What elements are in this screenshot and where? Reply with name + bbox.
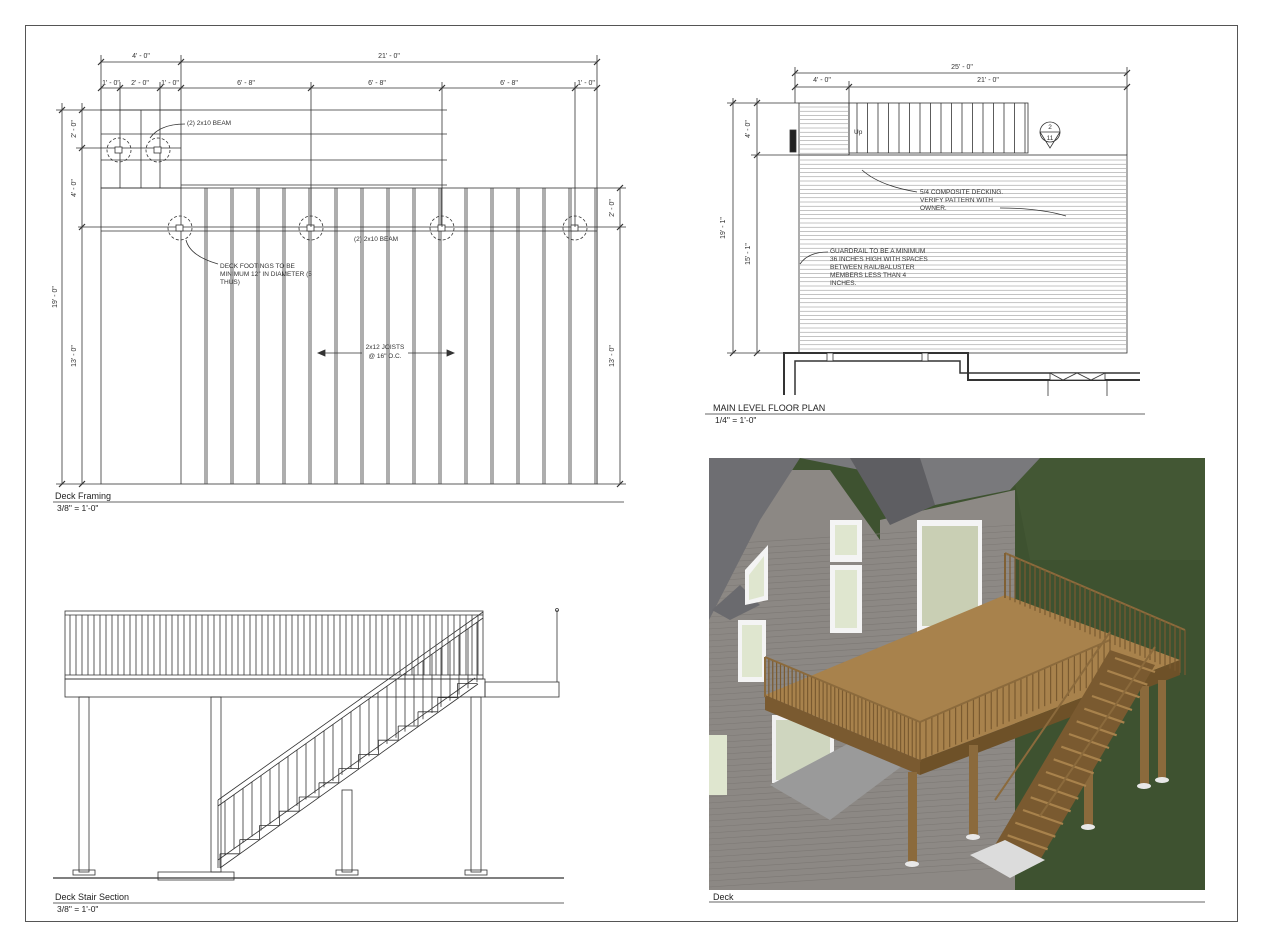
patio-slab bbox=[770, 740, 910, 820]
dim-right-a: 2' - 0" bbox=[609, 199, 616, 217]
stair-tread bbox=[1076, 720, 1118, 737]
framing-scale: 3/8" = 1'-0" bbox=[57, 503, 98, 513]
footing-2 bbox=[145, 137, 171, 163]
guardrail-note-4: MEMBERS LESS THAN 4 bbox=[830, 272, 906, 279]
deck-joists bbox=[180, 188, 598, 484]
decking-boards bbox=[800, 106, 1126, 350]
decking-note-1: 5/4 COMPOSITE DECKING. bbox=[920, 189, 1003, 196]
roof-left bbox=[709, 458, 800, 620]
siding-line bbox=[709, 854, 1016, 876]
stair-tread bbox=[1106, 669, 1148, 686]
deck-framing-plan bbox=[53, 55, 626, 503]
siding-line bbox=[709, 818, 1016, 840]
dim-top-e: 6' - 8" bbox=[368, 80, 386, 87]
siding-line bbox=[709, 812, 1016, 834]
footing-note-1: DECK FOOTINGS TO BE bbox=[220, 263, 296, 270]
beam-top-label: (2) 2x10 BEAM bbox=[187, 120, 231, 127]
stair-tread bbox=[1014, 821, 1056, 838]
stair-section-title: Deck Stair Section bbox=[55, 892, 129, 902]
dim-top-landing: 4' - 0" bbox=[132, 53, 150, 60]
dim-top-f: 6' - 8" bbox=[500, 80, 518, 87]
dim-right-b: 13' - 0" bbox=[609, 345, 616, 367]
dim-left-b: 4' - 0" bbox=[71, 179, 78, 197]
dim-top-c: 1' - 0" bbox=[161, 80, 179, 87]
decking-note-2: VERIFY PATTERN WITH bbox=[920, 197, 993, 204]
floorplan-title: MAIN LEVEL FLOOR PLAN bbox=[713, 403, 825, 413]
fp-dim-a: 4' - 0" bbox=[813, 77, 831, 84]
siding-line bbox=[709, 836, 1016, 858]
stair-treads bbox=[856, 103, 1026, 153]
dim-top-d: 6' - 8" bbox=[237, 80, 255, 87]
deck-stair-section bbox=[53, 608, 564, 904]
dim-left-c: 13' - 0" bbox=[71, 345, 78, 367]
siding-line bbox=[709, 860, 1016, 882]
stair-section-scale: 3/8" = 1'-0" bbox=[57, 904, 98, 914]
main-level-floor-plan bbox=[705, 67, 1145, 415]
stair-balusters bbox=[224, 622, 478, 856]
siding-line bbox=[709, 800, 1016, 822]
footing-note-2: MINIMUM 12" IN DIAMETER (5 bbox=[220, 271, 312, 278]
footing-1 bbox=[106, 137, 132, 163]
dim-left-total: 19' - 0" bbox=[52, 286, 59, 308]
stair-tread bbox=[1114, 656, 1156, 674]
dim-top-a: 1' - 0" bbox=[102, 80, 120, 87]
siding-line bbox=[709, 866, 1016, 888]
guardrail-note-3: BETWEEN RAIL/BALUSTER bbox=[830, 264, 915, 271]
stair-tread bbox=[1083, 707, 1125, 724]
deck-3d-title: Deck bbox=[713, 892, 734, 902]
siding-line bbox=[709, 842, 1016, 864]
drawing-sheet-border bbox=[25, 25, 1238, 922]
siding-line bbox=[709, 806, 1016, 828]
fp-dim-total: 25' - 0" bbox=[951, 64, 973, 71]
section-tag-number: 2 bbox=[1048, 124, 1052, 131]
railing-balusters bbox=[69, 615, 479, 675]
siding-line bbox=[709, 830, 1016, 852]
deck-3d-view bbox=[709, 458, 1205, 903]
fp-dim-left-total: 19' - 1" bbox=[720, 217, 727, 239]
footing-3 bbox=[167, 215, 193, 241]
fp-up-label: Up bbox=[854, 129, 863, 136]
fp-dim-left-b: 15' - 1" bbox=[745, 243, 752, 265]
stair-run bbox=[995, 650, 1155, 860]
guardrail-note-5: INCHES. bbox=[830, 280, 857, 287]
stair-tread bbox=[1068, 732, 1110, 750]
stair-pad bbox=[970, 840, 1045, 878]
siding-line bbox=[709, 794, 1016, 816]
deck-surface bbox=[765, 595, 1180, 760]
decking-note-3: OWNER. bbox=[920, 205, 947, 212]
siding-line bbox=[709, 848, 1016, 870]
dim-top-deck: 21' - 0" bbox=[378, 53, 400, 60]
dim-top-b: 2' - 0" bbox=[131, 80, 149, 87]
guardrail-note-2: 36 INCHES HIGH WITH SPACES bbox=[830, 256, 928, 263]
floorplan-scale: 1/4" = 1'-0" bbox=[715, 415, 756, 425]
stair-tread bbox=[1030, 796, 1072, 813]
stair-tread bbox=[1091, 694, 1133, 712]
beam-mid-label: (2) 2x10 BEAM bbox=[354, 236, 398, 243]
footing-note-3: THUS) bbox=[220, 279, 240, 286]
stair-tread bbox=[1007, 834, 1049, 851]
dim-left-a: 2' - 0" bbox=[71, 120, 78, 138]
stair-tread bbox=[1022, 808, 1064, 826]
stair-tread bbox=[1099, 682, 1141, 699]
siding-line bbox=[709, 824, 1016, 846]
guardrail-note-1: GUARDRAIL TO BE A MINIMUM bbox=[830, 248, 925, 255]
stair-tread bbox=[1037, 783, 1079, 800]
fp-dim-b: 21' - 0" bbox=[977, 77, 999, 84]
framing-title: Deck Framing bbox=[55, 491, 111, 501]
dim-top-g: 1' - 0" bbox=[577, 80, 595, 87]
joists-note-2: @ 16" O.C. bbox=[368, 353, 401, 360]
fp-dim-left-a: 4' - 0" bbox=[745, 120, 752, 138]
siding-line bbox=[709, 788, 1016, 810]
section-tag-sheet: 11 bbox=[1047, 135, 1054, 142]
joists-note-1: 2x12 JOISTS bbox=[366, 344, 405, 351]
